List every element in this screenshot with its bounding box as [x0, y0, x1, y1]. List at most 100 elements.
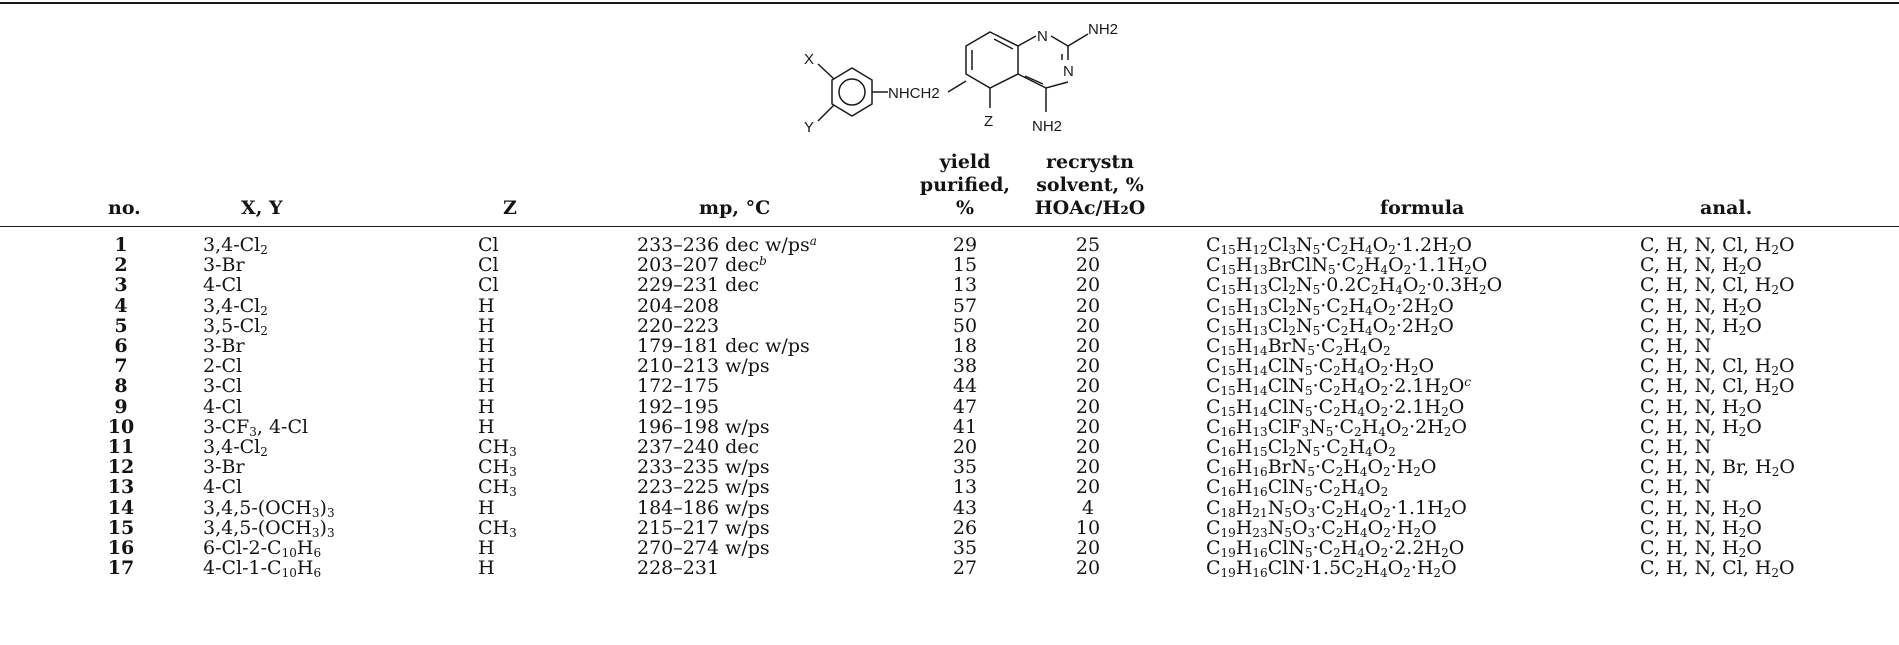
cell-no: 17 [107, 557, 135, 580]
cell-no: 16 [107, 537, 135, 559]
cell-z: H [478, 314, 495, 337]
cell-formula: C15H13BrClN5·C2H4O2·1.1H2O [1206, 254, 1488, 278]
cell-no: 1 [114, 234, 128, 256]
cell-z: H [478, 335, 495, 357]
cell-yield: 57 [952, 294, 978, 317]
phenyl-aromatic-circle [838, 78, 866, 106]
header-no: no. [108, 197, 141, 219]
cell-formula: C16H15Cl2N5·C2H4O2 [1206, 436, 1396, 459]
cell-no: 9 [114, 395, 128, 418]
cell-anal: C, H, N, H2O [1640, 537, 1762, 560]
cell-no: 8 [114, 375, 128, 398]
cell-no: 5 [114, 314, 128, 337]
cell-formula: C15H13Cl2N5·C2H4O2·2H2O [1206, 294, 1454, 318]
cell-solvent: 20 [1075, 314, 1101, 337]
cell-formula: C16H16ClN5·C2H4O2 [1206, 476, 1389, 500]
cell-yield: 35 [952, 456, 978, 479]
cell-solvent: 20 [1075, 557, 1101, 580]
cell-mp: 233–236 dec w/psa [637, 234, 817, 256]
cell-anal: C, H, N, H2O [1640, 496, 1762, 520]
cell-anal: C, H, N, Cl, H2O [1640, 234, 1795, 257]
cell-solvent: 10 [1075, 516, 1101, 539]
cell-xy: 4-Cl [203, 395, 243, 418]
cell-z: H [478, 294, 495, 317]
linker-label: NHCH2 [888, 85, 940, 102]
header-formula: formula [1380, 197, 1465, 219]
cell-mp: 223–225 w/ps [637, 476, 770, 499]
header-yield-3: % [955, 197, 975, 219]
cell-solvent: 20 [1075, 476, 1101, 499]
cell-z: Cl [478, 234, 499, 256]
cell-no: 4 [114, 294, 128, 317]
cell-yield: 43 [952, 496, 978, 519]
cell-yield: 47 [952, 395, 978, 418]
header-anal: anal. [1700, 197, 1753, 219]
cell-z: H [478, 496, 495, 519]
quinazoline-structure-diagram: X Y NHCH2 N N NH2 Z NH2 [804, 21, 1118, 136]
cell-anal: C, H, N, Br, H2O [1640, 456, 1795, 480]
cell-formula: C15H14ClN5·C2H4O2·H2O [1206, 355, 1435, 379]
cell-solvent: 20 [1075, 395, 1101, 418]
top-rule [0, 2, 1899, 4]
cell-yield: 38 [952, 355, 978, 378]
table-header: no. X, Y Z mp, °C yield purified, % recr… [0, 0, 1899, 226]
cell-mp: 184–186 w/ps [637, 496, 770, 519]
cell-xy: 3,4,5-(OCH3)3 [203, 496, 335, 520]
cell-xy: 6-Cl-2-C10H6 [203, 537, 322, 560]
cell-yield: 26 [952, 516, 978, 539]
cell-yield: 13 [952, 274, 978, 297]
cell-formula: C16H16BrN5·C2H4O2·H2O [1206, 456, 1437, 480]
amino-bottom-label: NH2 [1032, 118, 1062, 135]
cell-no: 7 [114, 355, 128, 378]
cell-yield: 27 [952, 557, 978, 580]
cell-formula: C15H14ClN5·C2H4O2·2.1H2O [1206, 395, 1465, 419]
cell-yield: 50 [952, 314, 978, 337]
substituent-x-label: X [804, 51, 814, 68]
cell-formula: C18H21N5O3·C2H4O2·1.1H2O [1206, 496, 1467, 520]
header-solvent-1: recrystn [1045, 151, 1134, 173]
cell-xy: 3,4,5-(OCH3)3 [203, 516, 335, 540]
cell-solvent: 20 [1075, 375, 1101, 398]
cell-solvent: 20 [1075, 436, 1101, 458]
cell-formula: C19H16ClN·1.5C2H4O2·H2O [1206, 557, 1457, 581]
cell-no: 12 [107, 456, 135, 479]
cell-mp: 220–223 [637, 314, 720, 337]
cell-xy: 3-Br [203, 254, 245, 277]
cell-xy: 3,4-Cl2 [203, 436, 268, 459]
cell-mp: 229–231 dec [637, 274, 760, 297]
quinazoline-pyrimidine-ring [1017, 35, 1037, 47]
cell-anal: C, H, N, H2O [1640, 294, 1762, 318]
cell-no: 11 [107, 436, 135, 458]
header-solvent-3: HOAc/H₂O [1034, 197, 1146, 219]
cell-mp: 228–231 [637, 557, 720, 580]
amino-top-label: NH2 [1088, 21, 1118, 38]
cell-formula: C15H12Cl3N5·C2H4O2·1.2H2O [1206, 234, 1472, 257]
cell-anal: C, H, N, H2O [1640, 516, 1762, 540]
cell-solvent: 20 [1075, 415, 1101, 438]
cell-no: 15 [107, 516, 135, 539]
cell-anal: C, H, N, H2O [1640, 415, 1762, 439]
cell-anal: C, H, N [1640, 335, 1712, 357]
cell-xy: 3-Cl [203, 375, 243, 398]
cell-formula: C16H13ClF3N5·C2H4O2·2H2O [1206, 415, 1467, 439]
cell-no: 3 [114, 274, 128, 297]
cell-xy: 3,4-Cl2 [203, 234, 268, 257]
cell-z: Cl [478, 274, 499, 297]
cell-solvent: 20 [1075, 355, 1101, 378]
cell-mp: 172–175 [637, 375, 720, 398]
header-mp: mp, °C [699, 197, 771, 219]
cell-anal: C, H, N, H2O [1640, 314, 1762, 338]
